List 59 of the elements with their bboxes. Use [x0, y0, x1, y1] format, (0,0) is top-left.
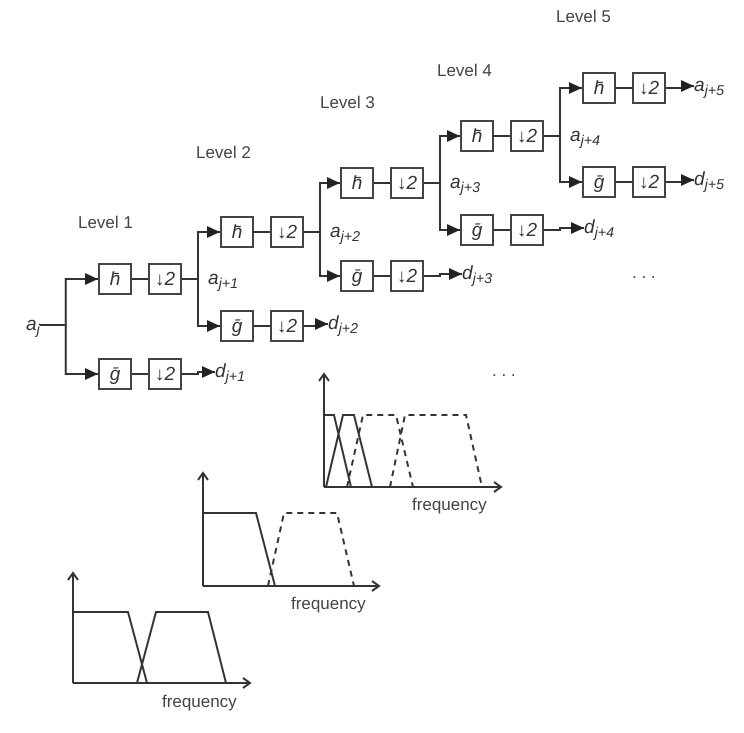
connector-line	[132, 373, 148, 375]
signal-label: d$_{j+2}$	[328, 312, 358, 336]
level-label: Level 3	[320, 92, 375, 114]
filter-block: ↓2	[632, 166, 666, 198]
connector-line	[374, 182, 390, 184]
connector-line	[616, 87, 632, 89]
axis-label: frequency	[291, 593, 366, 615]
filter-block: ↓2	[270, 216, 304, 248]
arrow	[40, 324, 98, 380]
signal-label: d$_{j+3}$	[462, 262, 492, 286]
filter-block: ↓2	[390, 260, 424, 292]
connector-line	[616, 181, 632, 183]
connector-line	[494, 229, 510, 231]
axis-label: frequency	[162, 691, 237, 713]
filter-block: h̄	[582, 72, 616, 104]
arrow	[304, 318, 328, 330]
filter-block: ↓2	[148, 358, 182, 390]
filter-block: ↓2	[510, 214, 544, 246]
filter-block: ḡ	[220, 310, 254, 342]
arrow	[666, 174, 694, 186]
signal-label: d$_{j+5}$	[694, 168, 724, 192]
filter-block: h̄	[220, 216, 254, 248]
arrow	[666, 80, 694, 92]
signal-label: a$_{j}$	[26, 313, 40, 337]
connector-line	[494, 135, 510, 137]
filter-block: h̄	[340, 167, 374, 199]
signal-label: a$_{j+2}$	[330, 220, 360, 244]
level-label: Level 1	[78, 212, 133, 234]
level-label: Level 4	[437, 60, 492, 82]
filter-block: ↓2	[632, 72, 666, 104]
filter-block: ḡ	[582, 166, 616, 198]
signal-label: a$_{j+5}$	[694, 74, 724, 98]
connector-line	[254, 325, 270, 327]
ellipsis: . . .	[632, 262, 656, 284]
filter-block: h̄	[98, 263, 132, 295]
level-label: Level 5	[556, 6, 611, 28]
arrow	[424, 268, 462, 280]
arrow	[182, 366, 215, 378]
axis-label: frequency	[412, 494, 487, 516]
signal-label: d$_{j+1}$	[215, 360, 245, 384]
filter-block: ↓2	[270, 310, 304, 342]
filter-block: ḡ	[460, 214, 494, 246]
arrow	[544, 222, 584, 234]
connector-line	[254, 231, 270, 233]
filter-block: h̄	[460, 120, 494, 152]
signal-label: a$_{j+1}$	[208, 267, 238, 291]
filter-block: ↓2	[390, 167, 424, 199]
connector-line	[132, 278, 148, 280]
filter-block: ḡ	[340, 260, 374, 292]
signal-label: a$_{j+4}$	[570, 124, 600, 148]
filter-block: ↓2	[148, 263, 182, 295]
filter-block: ḡ	[98, 358, 132, 390]
connector-line	[374, 275, 390, 277]
filter-block: ↓2	[510, 120, 544, 152]
signal-label: a$_{j+3}$	[450, 171, 480, 195]
level-label: Level 2	[196, 142, 251, 164]
arrow	[544, 135, 582, 188]
signal-label: d$_{j+4}$	[584, 216, 614, 240]
ellipsis: . . .	[492, 360, 516, 382]
